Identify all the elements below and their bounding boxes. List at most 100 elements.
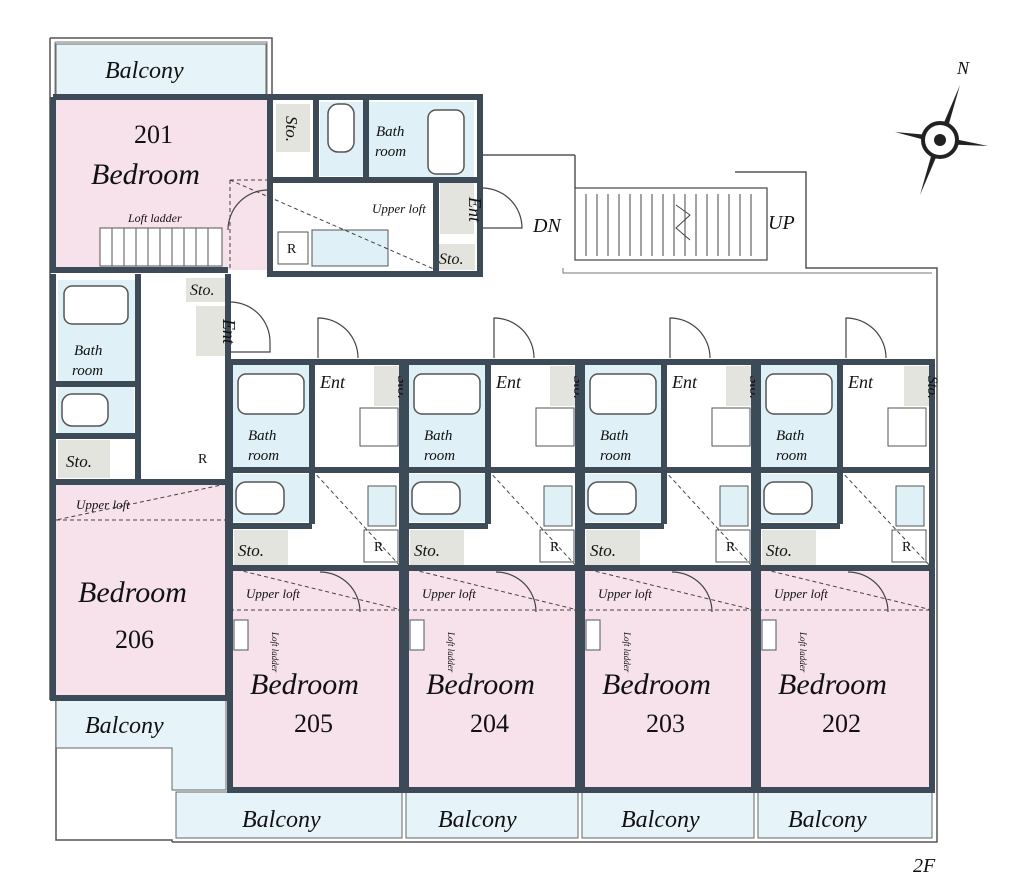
bedroom-205-label: Bedroom (250, 668, 359, 701)
sto-203b-fill (726, 366, 752, 406)
balcony-206-label: Balcony (85, 713, 164, 739)
door-201-entry (481, 187, 523, 229)
balcony-204 (405, 791, 579, 839)
fridge-202-label: R (902, 540, 912, 555)
sto-206b-fill (186, 278, 226, 302)
door-205-entry (317, 317, 359, 359)
washer-205 (359, 407, 399, 447)
unit-205-walls (227, 359, 405, 793)
balcony-201 (55, 43, 267, 97)
upper-loft-201-label: Upper loft (372, 201, 426, 216)
door-201-inner (227, 189, 269, 231)
unit-204-walls (403, 359, 581, 793)
kitchen-202 (895, 485, 925, 527)
bathtub-204 (413, 373, 481, 415)
loft-204-dash (405, 469, 579, 611)
bathtub-205 (237, 373, 305, 415)
ent-202-label: Ent (847, 372, 874, 392)
ent-203-label: Ent (671, 372, 698, 392)
bath-204-label-2: room (424, 448, 455, 464)
sto-205a-fill (234, 530, 288, 566)
door-202-entry (845, 317, 887, 359)
loft-ladder-202-label: Loft ladder (798, 631, 808, 673)
washer-203 (711, 407, 751, 447)
kitchen-204 (543, 485, 573, 527)
sto-206a-label: Sto. (66, 452, 92, 471)
ent-206-fill (196, 306, 226, 356)
sto-204b-fill (550, 366, 576, 406)
door-203-bedroom (671, 571, 713, 613)
balcony-204-label: Balcony (438, 807, 517, 833)
bath-203-label-2: room (600, 448, 631, 464)
unit-205-number: 205 (294, 709, 333, 738)
unit-203-number: 203 (646, 709, 685, 738)
balcony-205 (175, 791, 403, 839)
sto-204a-fill (410, 530, 464, 566)
balcony-203-label: Balcony (621, 807, 700, 833)
stairs (574, 187, 768, 261)
fridge-203 (715, 529, 751, 563)
bedroom-201-label: Bedroom (91, 158, 200, 191)
balcony-206-ext (56, 700, 227, 791)
kitchen-205 (367, 485, 397, 527)
ladder-205 (233, 619, 249, 651)
loft-202-dash (757, 469, 933, 611)
fridge-201 (277, 231, 309, 265)
ent-206-label: Ent (219, 318, 239, 345)
bedroom-205-fill (230, 568, 402, 788)
door-204-bedroom (495, 571, 537, 613)
sto-201b-label: Sto. (439, 251, 463, 268)
loft-ladder-201-label: Loft ladder (127, 211, 182, 225)
bedroom-204-fill (406, 568, 578, 788)
upper-loft-202-label: Upper loft (774, 586, 828, 601)
loft-ladder-205-label: Loft ladder (270, 631, 280, 673)
bedroom-203-fill (582, 568, 754, 788)
upper-loft-204-label: Upper loft (422, 586, 476, 601)
door-202-bedroom (847, 571, 889, 613)
loft-206-dash (55, 483, 227, 521)
loft-201-dash (229, 179, 437, 271)
door-203-entry (669, 317, 711, 359)
bathtub-202 (765, 373, 833, 415)
bedroom-203-label: Bedroom (602, 668, 711, 701)
balcony-205-label: Balcony (242, 807, 321, 833)
unit-203-walls (579, 359, 757, 793)
sto-206a-fill (58, 440, 110, 478)
bath-201-label-2: room (375, 144, 406, 160)
fridge-201-label: R (287, 242, 297, 257)
bedroom-202-fill (758, 568, 932, 788)
bath-206-label-2: room (72, 363, 103, 379)
ladder-202 (761, 619, 777, 651)
sto-201b-fill (433, 244, 475, 270)
fridge-202 (891, 529, 927, 563)
door-205-bedroom (319, 571, 361, 613)
door-206-entry (229, 301, 271, 353)
sto-202b-label: Sto. (924, 376, 940, 399)
bath-206-label-1: Bath (74, 343, 102, 359)
bath-203-label-1: Bath (600, 428, 628, 444)
bath-202-label-1: Bath (776, 428, 804, 444)
loft-205-dash (229, 469, 403, 611)
fridge-204 (539, 529, 575, 563)
sto-201a-fill (276, 104, 310, 152)
bath-205-label-1: Bath (248, 428, 276, 444)
stairs-up-label: UP (768, 212, 795, 234)
ent-201-fill (440, 182, 474, 234)
stair-break (675, 204, 691, 241)
ent-205-label: Ent (319, 372, 346, 392)
toilet-203 (587, 481, 637, 515)
sto-204a-label: Sto. (414, 541, 440, 560)
toilet-206 (61, 393, 109, 427)
fridge-204-label: R (550, 540, 560, 555)
bath-201-label-1: Bath (376, 124, 404, 140)
stair-treads (585, 194, 752, 256)
bathtub-201 (427, 109, 465, 175)
sto-206b-label: Sto. (190, 282, 214, 299)
loft-ladder-204-label: Loft ladder (446, 631, 456, 673)
unit-201-number: 201 (134, 120, 173, 149)
sto-202a-fill (762, 530, 816, 566)
floor-label: 2F (913, 855, 936, 877)
